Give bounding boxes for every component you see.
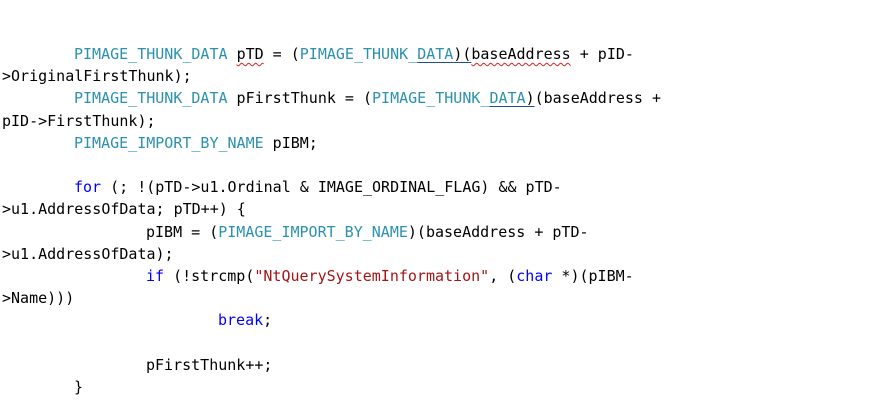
code-token: } (74, 378, 84, 396)
code-token: PIMAGE_THUNK_DATA (74, 89, 228, 108)
code-token: >u1.AddressOfData); (2, 244, 174, 263)
code-token: >OriginalFirstThunk); (2, 67, 192, 86)
code-token: + pID- (570, 45, 634, 63)
code-line: pID->FirstThunk); (2, 110, 156, 132)
code-token: PIMAGE_THUNK_DATA (74, 45, 228, 63)
code-token: break (218, 311, 264, 330)
code-token: PIMAGE_THUNK_ (299, 45, 418, 63)
code-token: pFirstThunk++; (146, 355, 273, 374)
code-token: DATA (417, 45, 454, 63)
code-line: for (; !(pTD->u1.Ordinal & IMAGE_ORDINAL… (74, 176, 562, 198)
code-token: for (74, 178, 102, 197)
code-line: } (74, 376, 83, 398)
code-token: (; !(pTD->u1.Ordinal & IMAGE_ORDINAL_FLA… (101, 178, 562, 197)
code-token: ; (263, 311, 273, 330)
code-token: PIMAGE_IMPORT_BY_NAME (74, 133, 264, 152)
code-token (228, 45, 237, 63)
code-token: PIMAGE_THUNK_ (372, 89, 490, 108)
code-token: = ( (263, 45, 300, 63)
code-line: if (!strcmp("NtQuerySystemInformation", … (146, 265, 634, 287)
code-token: (!strcmp( (164, 267, 255, 285)
code-token: pID->FirstThunk); (2, 111, 156, 130)
code-token: pIBM = ( (146, 222, 219, 241)
code-token: , ( (489, 267, 517, 285)
code-token: (baseAddress + (534, 89, 662, 108)
code-token: "NtQuerySystemInformation" (254, 267, 490, 285)
code-line: >u1.AddressOfData; pTD++) { (2, 198, 246, 220)
code-line: PIMAGE_THUNK_DATA pFirstThunk = (PIMAGE_… (74, 87, 661, 109)
code-token: >Name))) (2, 289, 75, 308)
code-token: pIBM; (263, 133, 318, 152)
code-token: pFirstThunk = ( (227, 89, 373, 108)
code-line: >OriginalFirstThunk); (2, 65, 192, 87)
code-line: pFirstThunk++; (146, 354, 272, 376)
code-token: DATA (489, 89, 526, 108)
code-token: )(baseAddress + pTD- (407, 222, 589, 241)
code-token: *)(pIBM- (552, 267, 634, 285)
code-token: )( (453, 45, 472, 63)
code-token: char (516, 267, 553, 285)
code-token: if (146, 267, 165, 285)
code-line: >u1.AddressOfData); (2, 243, 174, 265)
code-token: ) (525, 89, 535, 108)
code-token: >u1.AddressOfData; pTD++) { (2, 200, 246, 219)
code-token: baseAddress (471, 45, 571, 63)
code-line: PIMAGE_IMPORT_BY_NAME pIBM; (74, 132, 318, 154)
code-line: >Name))) (2, 287, 74, 309)
code-line: pIBM = (PIMAGE_IMPORT_BY_NAME)(baseAddre… (146, 221, 589, 243)
code-line: PIMAGE_THUNK_DATA pTD = (PIMAGE_THUNK_DA… (74, 43, 634, 65)
code-token: pTD (236, 45, 264, 63)
code-line: break; (218, 309, 272, 331)
code-token: PIMAGE_IMPORT_BY_NAME (218, 222, 408, 241)
